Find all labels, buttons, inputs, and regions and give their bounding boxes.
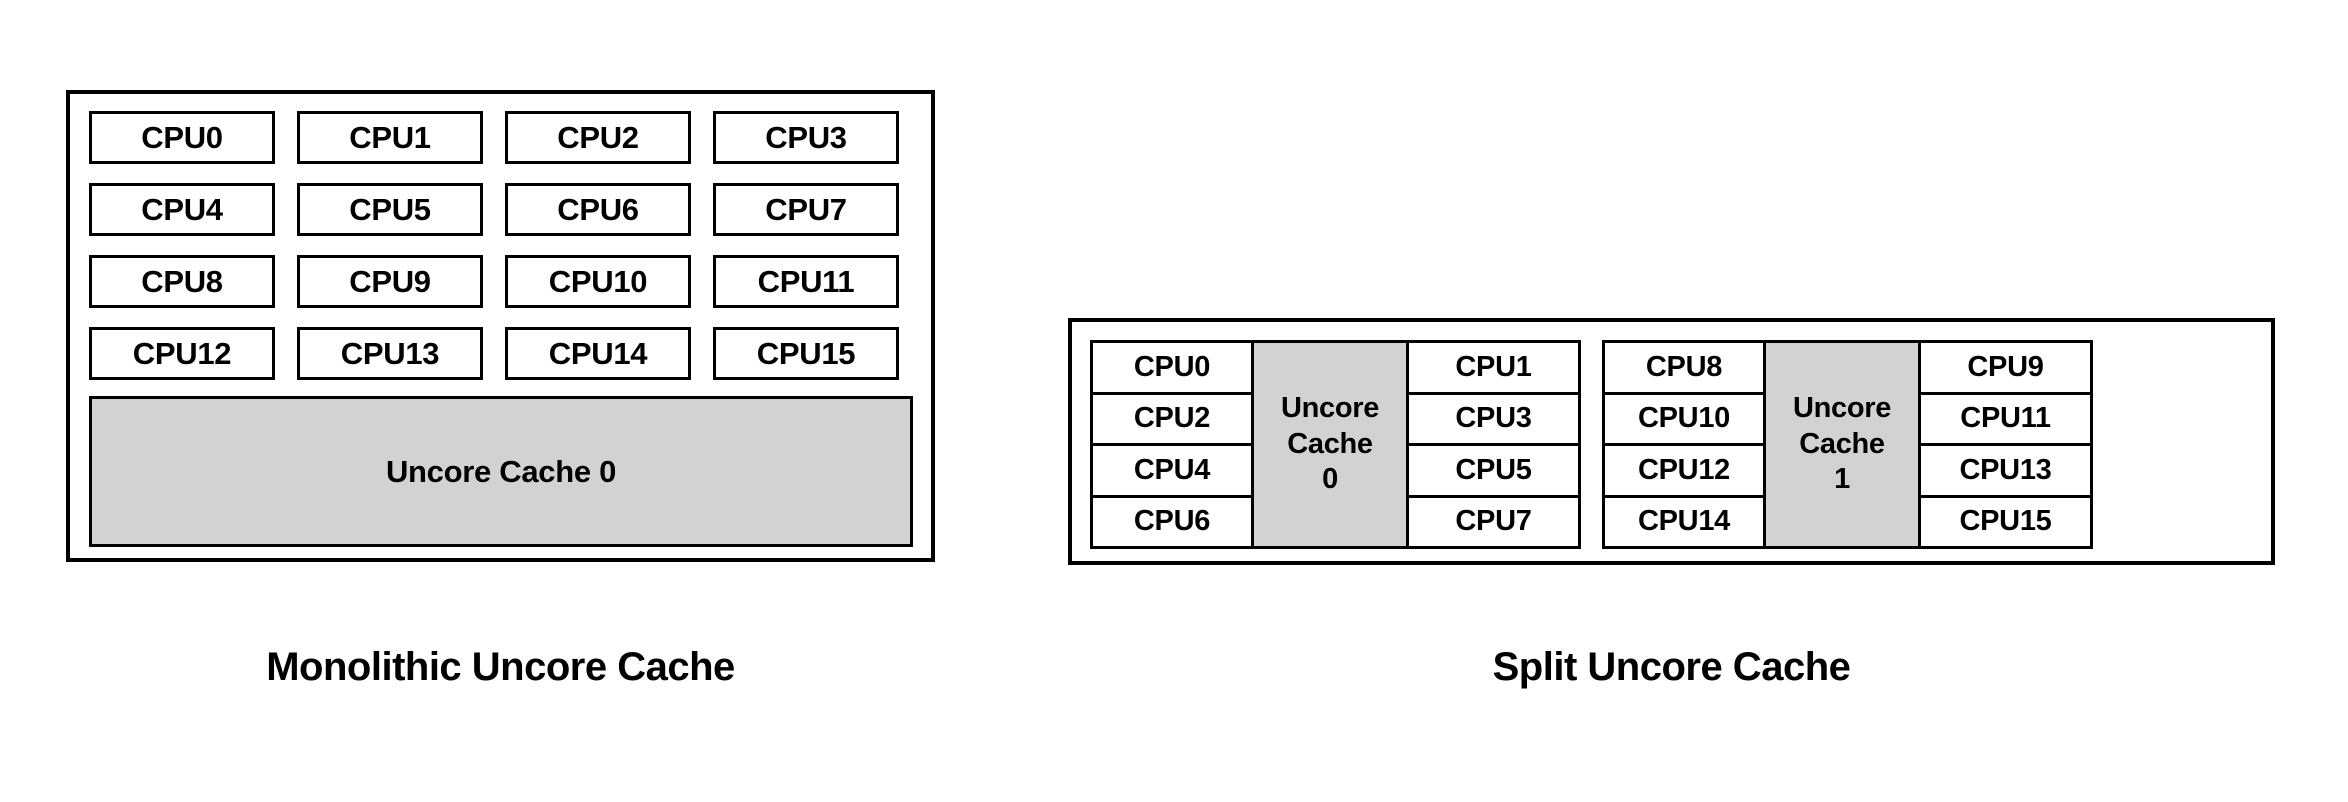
split-groups-container: CPU0 CPU2 CPU4 CPU6 Uncore Cache 0 CPU1 … [1090, 340, 2093, 549]
cpu-box: CPU14 [1605, 497, 1763, 546]
uncore-cache-label-line1: Uncore [1280, 392, 1380, 425]
cpu-box: CPU6 [1093, 497, 1251, 546]
uncore-cache-block: Uncore Cache 0 [89, 396, 913, 547]
cpu-box: CPU15 [1921, 497, 2090, 546]
uncore-cache-label-line3: 1 [1834, 463, 1850, 496]
cpu-box: CPU8 [1605, 343, 1763, 395]
cpu-row: CPU4 CPU5 CPU6 CPU7 [89, 183, 913, 236]
cpu-box: CPU10 [505, 255, 691, 308]
cpu-row: CPU0 CPU1 CPU2 CPU3 [89, 111, 913, 164]
cpu-box: CPU2 [1093, 394, 1251, 446]
cpu-box: CPU4 [89, 183, 275, 236]
cpu-box: CPU1 [297, 111, 483, 164]
cpu-box: CPU0 [89, 111, 275, 164]
cpu-box: CPU8 [89, 255, 275, 308]
cpu-column-left: CPU8 CPU10 CPU12 CPU14 [1605, 343, 1763, 546]
cpu-box: CPU1 [1409, 343, 1578, 395]
monolithic-uncore-panel: CPU0 CPU1 CPU2 CPU3 CPU4 CPU5 CPU6 CPU7 … [66, 90, 935, 562]
monolithic-cpu-grid: CPU0 CPU1 CPU2 CPU3 CPU4 CPU5 CPU6 CPU7 … [89, 111, 913, 399]
cpu-box: CPU11 [713, 255, 899, 308]
cpu-box: CPU5 [297, 183, 483, 236]
cpu-box: CPU7 [1409, 497, 1578, 546]
cpu-box: CPU15 [713, 327, 899, 380]
cpu-box: CPU7 [713, 183, 899, 236]
cpu-box: CPU9 [297, 255, 483, 308]
split-caption: Split Uncore Cache [1492, 645, 1851, 689]
cpu-box: CPU3 [713, 111, 899, 164]
split-cache-group: CPU0 CPU2 CPU4 CPU6 Uncore Cache 0 CPU1 … [1090, 340, 1581, 549]
cpu-box: CPU4 [1093, 446, 1251, 498]
cpu-column-right: CPU1 CPU3 CPU5 CPU7 [1409, 343, 1578, 546]
cpu-box: CPU3 [1409, 394, 1578, 446]
uncore-cache-label-line1: Uncore [1792, 392, 1892, 425]
cpu-column-right: CPU9 CPU11 CPU13 CPU15 [1921, 343, 2090, 546]
cpu-box: CPU11 [1921, 394, 2090, 446]
cpu-row: CPU12 CPU13 CPU14 CPU15 [89, 327, 913, 380]
cpu-box: CPU13 [1921, 446, 2090, 498]
cpu-box: CPU12 [89, 327, 275, 380]
cpu-row: CPU8 CPU9 CPU10 CPU11 [89, 255, 913, 308]
cpu-box: CPU5 [1409, 446, 1578, 498]
cpu-box: CPU12 [1605, 446, 1763, 498]
cpu-box: CPU6 [505, 183, 691, 236]
uncore-cache-label-line2: Cache [1799, 427, 1885, 460]
cpu-box: CPU13 [297, 327, 483, 380]
cpu-box: CPU0 [1093, 343, 1251, 395]
split-uncore-panel: CPU0 CPU2 CPU4 CPU6 Uncore Cache 0 CPU1 … [1068, 318, 2275, 565]
cpu-box: CPU14 [505, 327, 691, 380]
cpu-box: CPU9 [1921, 343, 2090, 395]
cpu-column-left: CPU0 CPU2 CPU4 CPU6 [1093, 343, 1251, 546]
uncore-cache-label-line2: Cache [1287, 427, 1373, 460]
split-cache-group: CPU8 CPU10 CPU12 CPU14 Uncore Cache 1 CP… [1602, 340, 2093, 549]
uncore-cache-label-line3: 0 [1322, 463, 1338, 496]
cpu-box: CPU10 [1605, 394, 1763, 446]
cpu-box: CPU2 [505, 111, 691, 164]
uncore-cache-block: Uncore Cache 0 [1251, 343, 1409, 546]
monolithic-caption: Monolithic Uncore Cache [266, 645, 735, 689]
uncore-cache-block: Uncore Cache 1 [1763, 343, 1921, 546]
